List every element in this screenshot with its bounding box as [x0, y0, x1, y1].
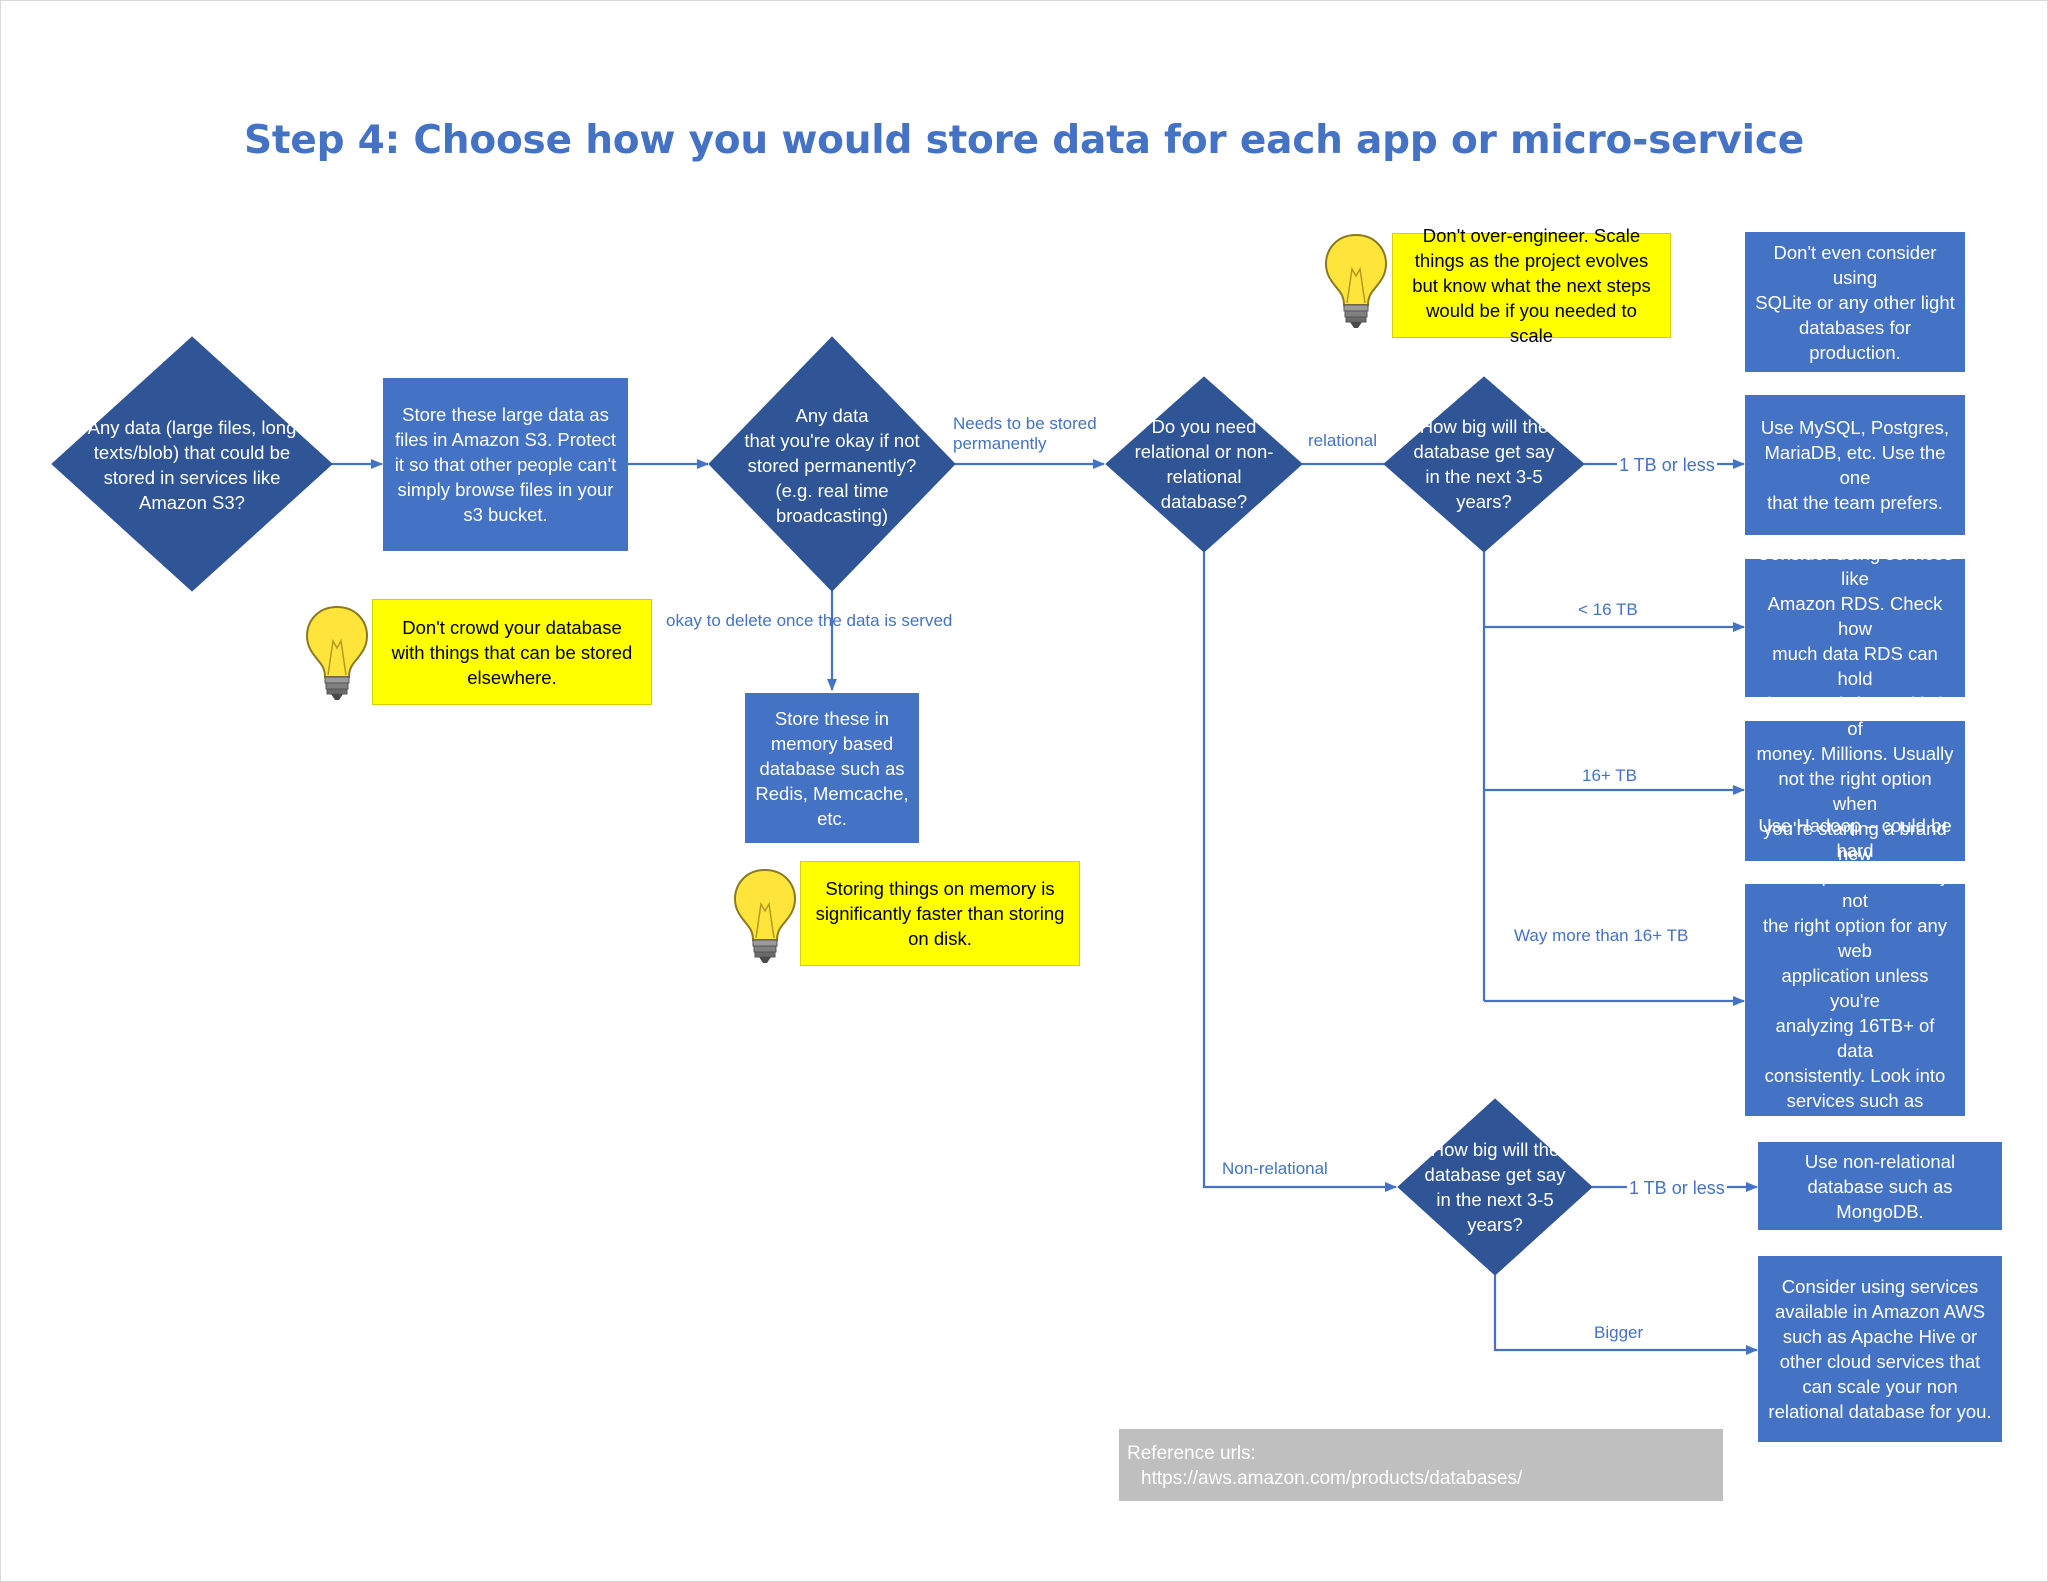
label-way-more: Way more than 16+ TB [1512, 926, 1691, 946]
action-hadoop: Use Hadoop – could be hard to set up and… [1745, 815, 1965, 1186]
reference-label: Reference urls: [1127, 1443, 1256, 1464]
tip-engineer: Don't over-engineer. Scale things as the… [1392, 225, 1671, 346]
action-aws-cloud: Consider using services available in Ama… [1758, 1256, 2002, 1442]
label-plus16: 16+ TB [1580, 766, 1639, 786]
action-mysql: Use MySQL, Postgres, MariaDB, etc. Use t… [1745, 395, 1965, 535]
reference-url-link[interactable]: https://aws.amazon.com/products/database… [1141, 1468, 1523, 1489]
action-memory: Store these in memory based database suc… [745, 693, 919, 843]
edge-non-relational [1202, 552, 1397, 1192]
label-one-tb-nonrelational: 1 TB or less [1627, 1178, 1727, 1198]
action-s3: Store these large data as files in Amazo… [383, 378, 628, 551]
edge-bigger [1493, 1275, 1758, 1355]
decision-large-data-text: Any data (large files, long texts/blob) … [87, 417, 297, 513]
reference-box: Reference urls: https://aws.amazon.com/p… [1119, 1429, 1723, 1501]
action-rds: Consider using services like Amazon RDS.… [1745, 543, 1965, 714]
decision-size-nonrelational [1397, 1098, 1593, 1276]
tip-crowd: Don't crowd your database with things th… [372, 599, 652, 705]
decision-relational [1105, 376, 1303, 553]
page-title: Step 4: Choose how you would store data … [244, 118, 1804, 163]
action-sqlite: Don't even consider using SQLite or any … [1745, 232, 1965, 372]
label-okay-delete: okay to delete once the data is served [666, 611, 953, 630]
decision-size-relational [1383, 376, 1585, 553]
action-oracle: Use Oracle – need lots of money. Million… [1745, 693, 1965, 889]
label-relational: relational [1306, 431, 1379, 451]
label-needs-permanent: Needs to be stored permanently [953, 414, 1097, 453]
label-one-tb-relational: 1 TB or less [1617, 455, 1717, 475]
lightbulb-icon [1324, 233, 1388, 328]
decision-size-nonrelational-text: How big will the database get say in the… [1424, 1139, 1566, 1235]
decision-size-relational-text: How big will the database get say in the… [1413, 416, 1555, 512]
label-non-relational: Non-relational [1220, 1159, 1330, 1179]
decision-large-data [51, 336, 333, 592]
decision-stored-permanently [708, 336, 956, 592]
action-mongodb: Use non-relational database such as Mong… [1758, 1142, 2002, 1230]
label-bigger: Bigger [1592, 1323, 1646, 1343]
tip-memory: Storing things on memory is significantl… [800, 861, 1080, 966]
label-lt16: < 16 TB [1576, 600, 1640, 620]
lightbulb-icon [305, 605, 369, 700]
decision-stored-permanently-text: Any data that you're okay if not stored … [744, 404, 920, 526]
lightbulb-icon [733, 868, 797, 963]
decision-relational-text: Do you need relational or non- relationa… [1134, 416, 1274, 512]
